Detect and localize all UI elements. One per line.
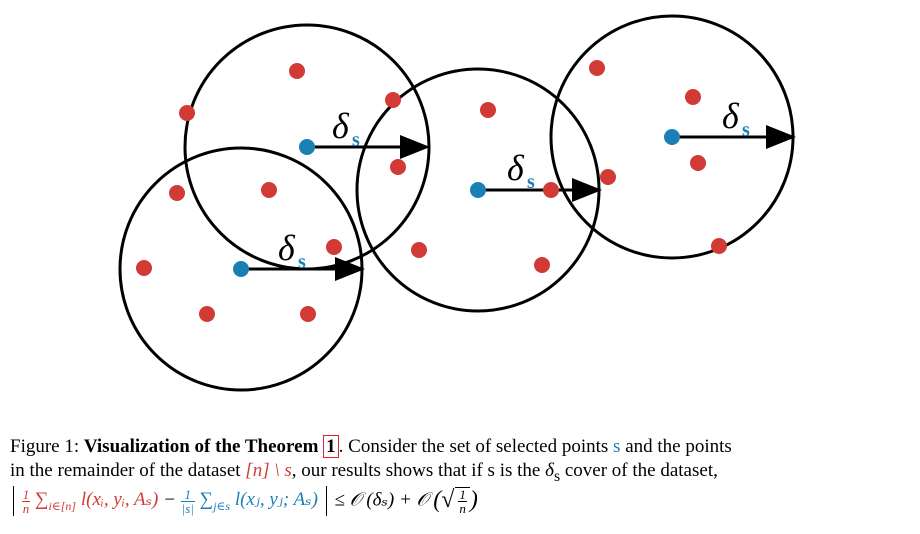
delta-symbol: δ — [545, 460, 554, 481]
selected-set-symbol: s — [613, 436, 621, 457]
abs-bar-right — [325, 486, 327, 516]
svg-text:s: s — [352, 129, 360, 151]
delta-label: δ s — [722, 96, 750, 141]
caption-text: cover of the dataset, — [564, 460, 718, 481]
selected-point — [470, 182, 486, 198]
selected-point — [233, 261, 249, 277]
caption-text: , our results shows that if s is the — [291, 460, 541, 481]
remainder-point — [534, 257, 550, 273]
svg-text:s: s — [298, 251, 306, 273]
remainder-point — [480, 102, 496, 118]
svg-text:δ: δ — [507, 148, 525, 188]
remainder-point — [589, 60, 605, 76]
delta-label: δ s — [507, 148, 535, 193]
svg-text:δ: δ — [278, 228, 296, 268]
svg-text:s: s — [742, 119, 750, 141]
formula-right-term: 1|s| ∑j∈s l(xⱼ, yⱼ; Aₛ) — [180, 486, 318, 516]
theorem-ref-link[interactable]: 1 — [323, 435, 339, 458]
formula-bound: ≤ 𝒪 (δₛ) + 𝒪 — [334, 489, 429, 511]
remainder-point — [326, 239, 342, 255]
remainder-point — [136, 260, 152, 276]
remainder-point — [300, 306, 316, 322]
remainder-point — [390, 159, 406, 175]
remainder-point — [543, 182, 559, 198]
remainder-point — [411, 242, 427, 258]
remainder-point — [385, 92, 401, 108]
caption-line-2: in the remainder of the dataset [n] \ s,… — [10, 460, 915, 488]
caption-text: . Consider the set of selected points — [338, 436, 609, 457]
svg-text:s: s — [527, 171, 535, 193]
remainder-set-symbol: [n] \ s — [245, 460, 292, 481]
caption-text: and the points — [625, 436, 732, 457]
minus-sign: − — [163, 489, 176, 511]
caption-title: Visualization of the Theorem — [83, 436, 319, 457]
remainder-point — [261, 182, 277, 198]
delta-subscript: s — [553, 467, 561, 485]
selected-point — [299, 139, 315, 155]
delta-label: δ s — [332, 106, 360, 151]
caption-text: in the remainder of the dataset — [10, 460, 241, 481]
selected-points — [233, 129, 680, 277]
remainder-point — [685, 89, 701, 105]
caption-line-1: Figure 1: Visualization of the Theorem 1… — [10, 435, 915, 458]
delta-label: δ s — [278, 228, 306, 273]
figure-label: Figure 1: — [10, 436, 80, 457]
remainder-point — [690, 155, 706, 171]
remainder-point — [600, 169, 616, 185]
svg-text:δ: δ — [332, 106, 350, 146]
theorem-visualization-figure: δ s δ s δ s δ s — [118, 14, 796, 392]
remainder-point — [169, 185, 185, 201]
remainder-points — [136, 60, 727, 322]
remainder-point — [289, 63, 305, 79]
remainder-point — [179, 105, 195, 121]
remainder-point — [711, 238, 727, 254]
svg-text:δ: δ — [722, 96, 740, 136]
remainder-point — [199, 306, 215, 322]
abs-bar-left — [13, 486, 14, 516]
selected-point — [664, 129, 680, 145]
